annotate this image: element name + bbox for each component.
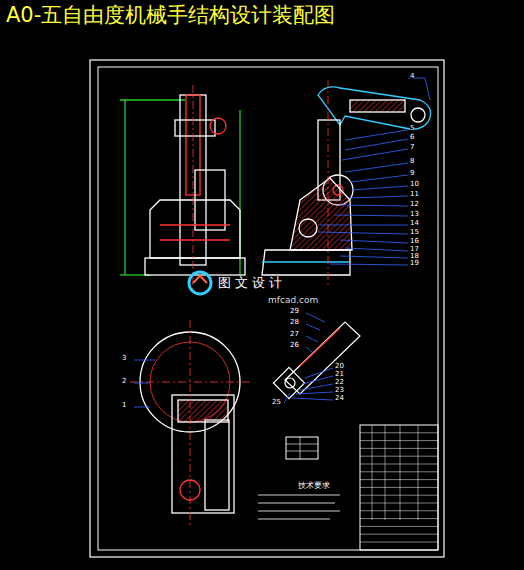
callout-number: 12 [410,201,419,208]
callout-number: 11 [410,191,419,198]
callout-number: 19 [410,260,419,267]
callout-number: 4 [410,73,414,80]
watermark-url: mfcad.com [268,296,318,305]
notes-heading: 技术要求 [298,482,330,490]
callout-number: 28 [290,319,299,326]
callout-number: 25 [272,399,281,406]
callout-number: 5 [410,125,414,132]
callout-number: 21 [335,371,344,378]
callout-number: 18 [410,253,419,260]
callout-number: 29 [290,308,299,315]
callout-number: 2 [122,378,126,385]
callout-number: 14 [410,220,419,227]
callout-number: 15 [410,229,419,236]
callout-number: 17 [410,246,419,253]
callout-number: 26 [290,342,299,349]
callout-number: 1 [122,402,126,409]
drawing-title: A0-五自由度机械手结构设计装配图 [6,5,335,26]
callout-number: 3 [122,355,126,362]
callout-number: 9 [410,170,414,177]
callout-number: 8 [410,158,414,165]
callout-number: 13 [410,211,419,218]
callout-number: 27 [290,331,299,338]
callout-number: 16 [410,238,419,245]
callout-number: 7 [410,144,414,151]
callout-number: 20 [335,363,344,370]
callout-number: 10 [410,181,419,188]
callout-number: 6 [410,134,414,141]
callout-number: 22 [335,379,344,386]
watermark-text: 图文设计 [218,276,286,289]
callout-number: 23 [335,387,344,394]
callout-number: 24 [335,395,344,402]
